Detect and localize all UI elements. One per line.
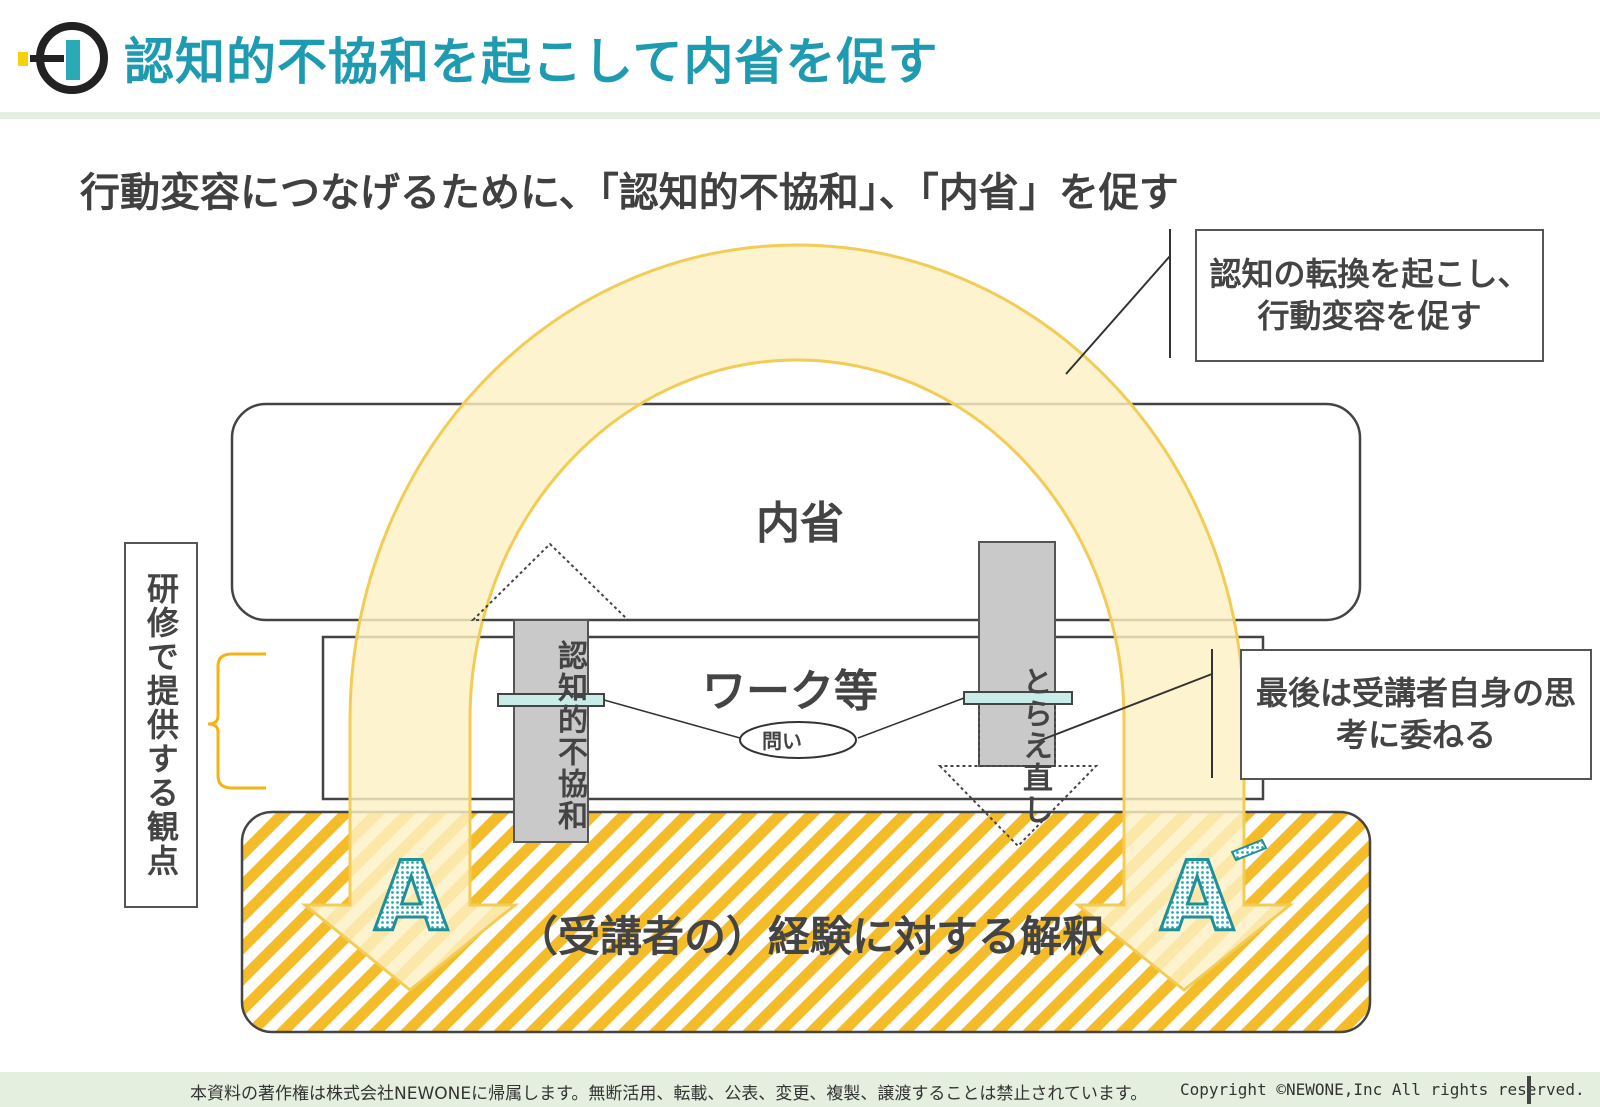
page-title: 認知的不協和を起こして内省を促す <box>124 33 939 91</box>
layer-naisei-label: 内省 <box>756 498 844 549</box>
footer-notice: 本資料の著作権は株式会社NEWONEに帰属します。無断活用、転載、公表、変更、複… <box>190 1084 1148 1104</box>
down-arrow-outline <box>937 765 1099 848</box>
work-box <box>321 635 1265 801</box>
down-arrow-body <box>978 541 1056 767</box>
side-label: 研修で提供する観点 <box>142 572 180 878</box>
page-subtitle: 行動変容につなげるために、「認知的不協和」、「内省」を促す <box>80 170 1179 216</box>
layer-experience-label: （受講者の）経験に対する解釈 <box>515 912 1104 961</box>
footer-bar <box>0 1072 1600 1107</box>
letter-a: A <box>374 841 448 953</box>
down-arrow-label: とらえ直し <box>1017 666 1052 826</box>
side-bracket <box>207 652 266 790</box>
footer-copyright: Copyright ©NEWONE,Inc All rights reserve… <box>1180 1080 1585 1099</box>
side-label-box: 研修で提供する観点 <box>124 542 198 908</box>
callout-learner-thinking: 最後は受講者自身の思考に委ねる <box>1240 649 1592 780</box>
company-logo <box>18 22 108 94</box>
layer-work-label: ワーク等 <box>702 666 878 717</box>
letter-a-prime: A <box>1160 841 1234 953</box>
prime-mark <box>1230 838 1268 862</box>
up-arrow-body <box>513 619 589 843</box>
up-arrow-label: 認知的不協和 <box>552 640 587 832</box>
question-bubble <box>739 721 857 759</box>
footer-marker <box>1527 1076 1531 1104</box>
callout-cognitive-shift: 認知の転換を起こし、行動変容を促す <box>1195 229 1544 362</box>
experience-box <box>240 810 1372 1034</box>
question-label: 問い <box>762 729 802 753</box>
title-divider <box>0 112 1600 119</box>
